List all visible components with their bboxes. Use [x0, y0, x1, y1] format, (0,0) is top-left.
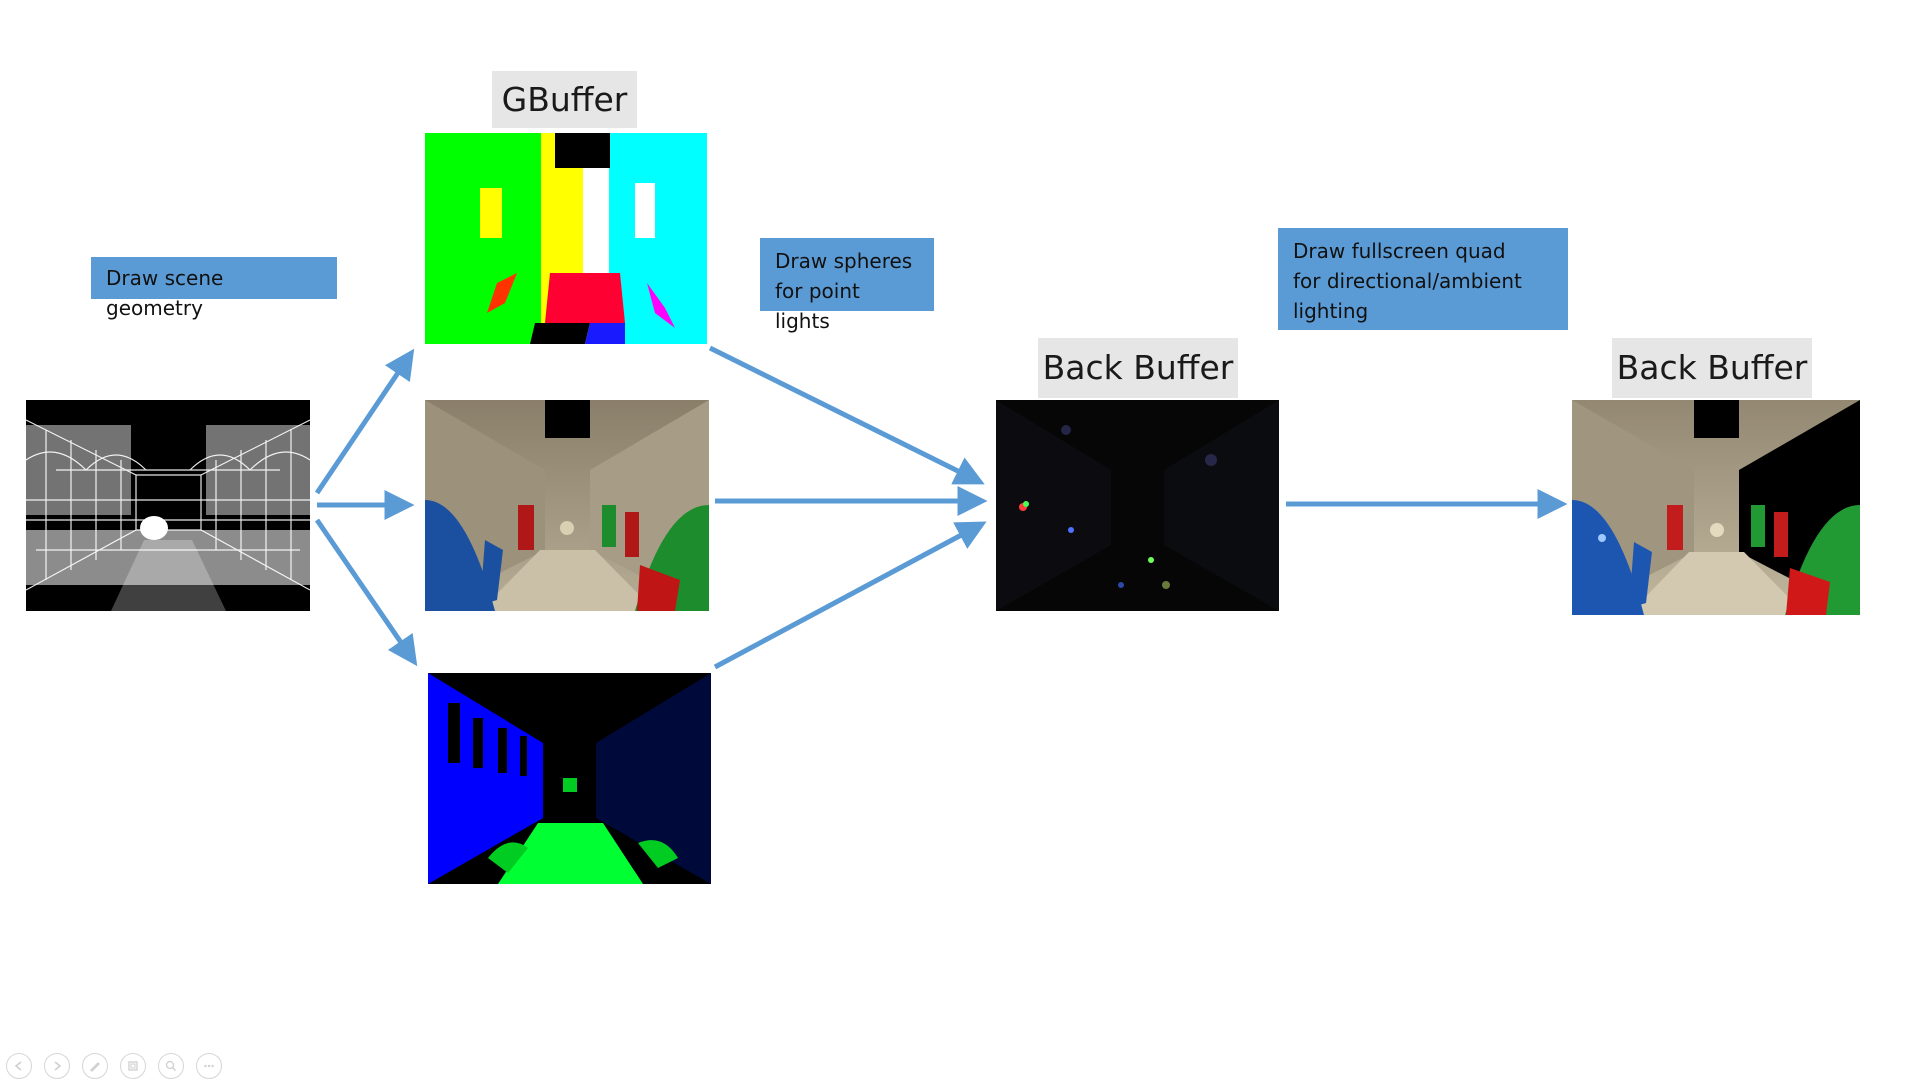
back-buffer-final-title: Back Buffer	[1612, 338, 1812, 398]
draw-quad-label: Draw fullscreen quad for directional/amb…	[1278, 228, 1568, 330]
gbuffer-normal-image	[425, 133, 707, 344]
point-light-result-image	[996, 400, 1279, 611]
next-button[interactable]	[44, 1053, 70, 1079]
zoom-icon	[165, 1060, 177, 1072]
gbuffer-specular-image	[428, 673, 711, 884]
draw-spheres-label: Draw spheres for point lights	[760, 238, 934, 333]
previous-icon	[14, 1061, 22, 1071]
arrow-wireframe-to-normals	[314, 348, 415, 495]
slides-icon	[128, 1061, 138, 1071]
next-icon	[54, 1061, 62, 1071]
arrow-specular-to-backbuffer	[713, 521, 987, 670]
more-button[interactable]	[196, 1053, 222, 1079]
pen-icon	[90, 1062, 100, 1072]
zoom-button[interactable]	[158, 1053, 184, 1079]
draw-scene-label: Draw scene geometry	[91, 257, 337, 320]
more-icon	[204, 1064, 214, 1068]
back-buffer-title: Back Buffer	[1038, 338, 1238, 398]
gbuffer-albedo-image	[425, 400, 709, 611]
scene-wireframe-image	[26, 400, 310, 611]
previous-button[interactable]	[6, 1053, 32, 1079]
pen-button[interactable]	[82, 1053, 108, 1079]
final-lit-image	[1572, 400, 1860, 615]
arrow-normals-to-backbuffer	[708, 345, 985, 485]
arrow-wireframe-to-specular	[314, 518, 418, 667]
gbuffer-title: GBuffer	[492, 71, 637, 128]
slides-button[interactable]	[120, 1053, 146, 1079]
